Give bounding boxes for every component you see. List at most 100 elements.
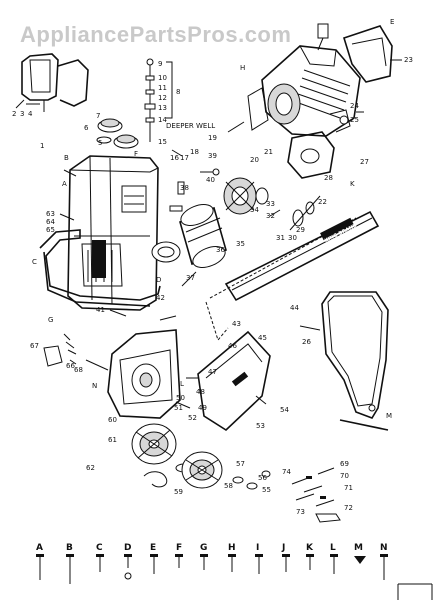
letter-d: D (156, 276, 161, 284)
part-51: 51 (174, 404, 183, 412)
letter-k: K (350, 180, 355, 188)
part-70: 70 (340, 472, 349, 480)
part-64: 64 (46, 218, 55, 226)
engine-cylinder (247, 23, 361, 137)
hand-guard (321, 291, 389, 431)
part-34: 34 (250, 206, 259, 214)
part-23: 23 (404, 56, 413, 64)
carburetor (287, 109, 351, 179)
part-49: 49 (198, 404, 207, 412)
part-31: 31 (276, 234, 285, 242)
fastener-k: K (306, 543, 314, 570)
part-16: 16 (170, 154, 179, 162)
part-17: 17 (180, 154, 189, 162)
part-4: 4 (28, 110, 33, 118)
letter-l: L (180, 380, 184, 388)
fastener-l: L (330, 543, 338, 574)
part-58: 58 (224, 482, 233, 490)
engine-shroud (343, 25, 393, 83)
part-32: 32 (266, 212, 275, 220)
part-3: 3 (20, 110, 24, 118)
part-55: 55 (262, 486, 271, 494)
part-14: 14 (158, 116, 167, 124)
assembly-letter-labels: A B C D E F G H K L M N (32, 18, 394, 420)
part-8: 8 (176, 88, 180, 96)
saw-chain (205, 217, 357, 342)
part-72: 72 (344, 504, 353, 512)
front-handle (39, 229, 161, 307)
key-letter-h: H (228, 543, 236, 553)
key-letter-e: E (150, 543, 156, 553)
key-letter-g: G (200, 543, 207, 553)
leader-lines (15, 59, 402, 409)
part-27: 27 (360, 158, 369, 166)
key-letter-m: M (354, 543, 363, 553)
key-letter-n: N (380, 543, 388, 553)
part-18: 18 (190, 148, 199, 156)
part-50: 50 (176, 394, 185, 402)
part-9: 9 (158, 60, 162, 68)
part-59: 59 (174, 488, 183, 496)
part-35: 35 (236, 240, 245, 248)
part-53: 53 (256, 422, 265, 430)
corner-mark (397, 583, 433, 600)
part-52: 52 (188, 414, 197, 422)
part-67: 67 (30, 342, 39, 350)
part-40: 40 (206, 176, 215, 184)
drum-cylinder (151, 204, 227, 268)
key-letter-j: J (281, 543, 285, 553)
fuel-caps (96, 118, 139, 149)
fastener-f: F (175, 543, 183, 568)
part-13: 13 (158, 104, 167, 112)
letter-b: B (64, 154, 69, 162)
part-7: 7 (96, 112, 100, 120)
part-33: 33 (266, 200, 275, 208)
fastener-j: J (281, 543, 290, 572)
letter-h: H (240, 64, 245, 72)
part-73: 73 (296, 508, 305, 516)
part-15: 15 (158, 138, 167, 146)
part-60: 60 (108, 416, 117, 424)
part-39: 39 (208, 152, 217, 160)
part-number-labels: 1 2 3 4 5 6 7 8 9 10 11 12 13 14 15 16 1… (12, 56, 413, 516)
chain-oiler (289, 195, 321, 231)
part-37: 37 (186, 274, 195, 282)
part-38: 38 (180, 184, 189, 192)
part-44: 44 (290, 304, 299, 312)
fastener-a: A (36, 543, 44, 580)
part-41: 41 (96, 306, 105, 314)
key-letter-f: F (176, 543, 182, 553)
part-63: 63 (46, 210, 55, 218)
fastener-d: D (124, 543, 132, 580)
key-letter-i: I (256, 543, 259, 553)
fastener-b: B (66, 543, 74, 584)
key-letter-c: C (96, 543, 103, 553)
fastener-h: H (228, 543, 236, 572)
part-47: 47 (208, 368, 217, 376)
small-washers (232, 470, 271, 490)
part-11: 11 (158, 84, 167, 92)
part-65: 65 (46, 226, 55, 234)
fastener-m: M (354, 543, 366, 564)
part-29: 29 (296, 226, 305, 234)
key-letter-b: B (66, 543, 73, 553)
part-22: 22 (318, 198, 327, 206)
letter-m: M (386, 412, 392, 420)
part-26: 26 (302, 338, 311, 346)
part-30: 30 (288, 234, 297, 242)
letter-a: A (62, 180, 67, 188)
fastener-e: E (150, 543, 158, 574)
part-74: 74 (282, 468, 291, 476)
part-56: 56 (258, 474, 267, 482)
key-letter-k: K (306, 543, 314, 553)
part-25: 25 (350, 116, 359, 124)
fastener-c: C (96, 543, 104, 572)
side-cover (43, 329, 181, 419)
letter-n: N (92, 382, 97, 390)
part-57: 57 (236, 460, 245, 468)
part-54: 54 (280, 406, 289, 414)
clutch-drum-assembly (223, 177, 269, 215)
part-10: 10 (158, 74, 167, 82)
part-20: 20 (250, 156, 259, 164)
